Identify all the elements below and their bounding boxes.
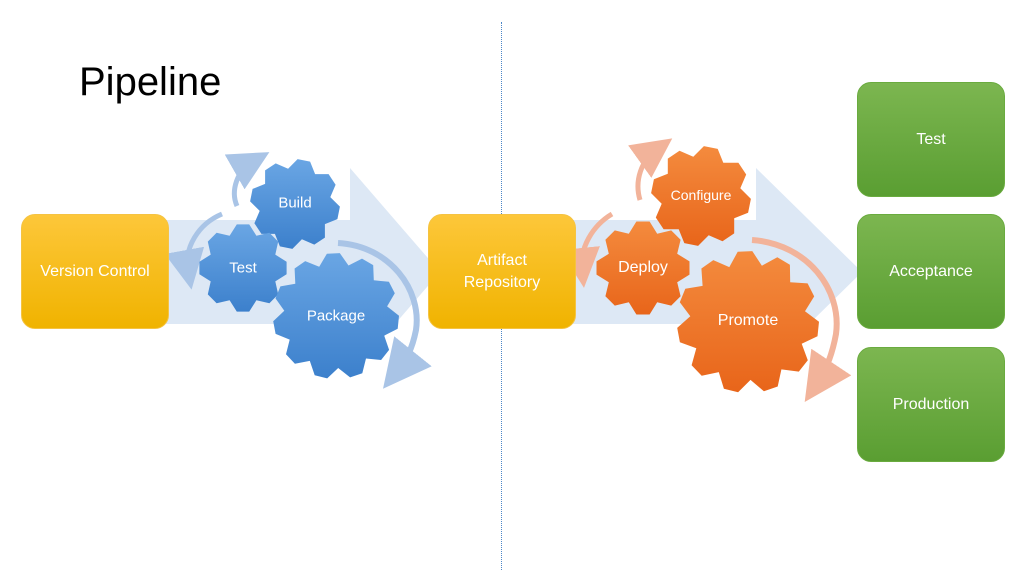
test-gear (199, 224, 287, 312)
orange-cycle-arrow-left (560, 211, 614, 288)
deploy-gear (596, 221, 690, 315)
env-test-box: Test (857, 82, 1005, 197)
version-control-box: Version Control (21, 214, 169, 329)
test-gear-label: Test (229, 259, 257, 277)
page-title: Pipeline (79, 60, 222, 104)
deploy-gear-label: Deploy (618, 259, 668, 276)
configure-gear (651, 146, 751, 246)
promote-gear-label: Promote (717, 312, 779, 329)
blue-cycle-arrow-left (164, 211, 224, 290)
env-production-box: Production (857, 347, 1005, 462)
build-gear (250, 159, 340, 249)
build-gear-label: Build (278, 194, 312, 212)
package-gear-label: Package (306, 307, 366, 325)
package-gear (273, 253, 399, 379)
orange-cycle-arrow-top (628, 138, 673, 201)
env-acceptance-box: Acceptance (857, 214, 1005, 329)
orange-cycle-arrow-right (751, 237, 852, 402)
artifact-repository-box: Artifact Repository (428, 214, 576, 329)
blue-cycle-arrow-top (224, 152, 270, 208)
configure-gear-label: Configure (670, 187, 732, 203)
blue-cycle-arrow-right (337, 240, 432, 389)
gear-group (199, 146, 819, 393)
promote-gear (677, 251, 819, 393)
